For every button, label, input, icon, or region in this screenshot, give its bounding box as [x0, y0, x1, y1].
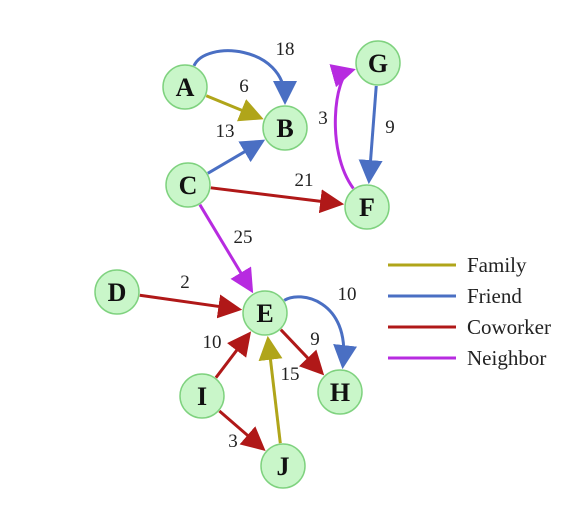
node-h-label: H [330, 378, 350, 407]
node-i: I [179, 373, 225, 419]
edge-weight-a-b-friend: 18 [276, 39, 295, 60]
edge-labels-layer: 18 6 13 21 25 3 9 2 10 9 10 15 3 [180, 39, 395, 452]
node-j-label: J [277, 452, 290, 481]
node-h: H [317, 369, 363, 415]
edge-weight-i-j-coworker: 3 [228, 431, 238, 452]
node-d-label: D [108, 278, 127, 307]
node-f-label: F [359, 193, 375, 222]
node-c-circle [165, 162, 211, 208]
edge-weight-c-e-neighbor: 25 [234, 227, 253, 248]
legend-label-neighbor: Neighbor [467, 346, 546, 370]
node-j: J [260, 443, 306, 489]
node-d-circle [94, 269, 140, 315]
node-f-circle [344, 184, 390, 230]
node-a: A [162, 64, 208, 110]
node-h-circle [317, 369, 363, 415]
node-d: D [94, 269, 140, 315]
edge-c-e-neighbor [198, 203, 254, 294]
node-j-circle [260, 443, 306, 489]
edge-i-e-coworker [214, 331, 252, 379]
nodes-layer: A B C D E F G H I J [94, 40, 401, 489]
edge-weight-c-b-friend: 13 [216, 121, 235, 142]
edge-a-b-family [205, 94, 264, 122]
edge-c-b-friend [207, 139, 266, 175]
edge-weight-j-e-family: 15 [281, 364, 300, 385]
legend-label-family: Family [467, 253, 527, 277]
edge-g-f-friend [358, 85, 383, 185]
edge-d-e-coworker [139, 293, 243, 319]
edge-f-g-neighbor [329, 64, 356, 190]
edge-weight-e-h-friend: 10 [338, 284, 357, 305]
edge-weight-a-b-family: 6 [239, 76, 249, 97]
node-b-circle [262, 105, 308, 151]
node-i-label: I [197, 382, 207, 411]
node-a-circle [162, 64, 208, 110]
edge-weight-g-f-friend: 9 [385, 117, 395, 138]
edge-j-e-family [258, 335, 283, 444]
legend-label-coworker: Coworker [467, 315, 551, 339]
node-i-circle [179, 373, 225, 419]
edge-a-b-friend [192, 49, 297, 105]
edge-i-j-coworker [218, 409, 266, 451]
node-b: B [262, 105, 308, 151]
node-g-circle [355, 40, 401, 86]
node-g-label: G [368, 49, 388, 78]
node-c-label: C [179, 171, 198, 200]
legend-label-friend: Friend [467, 284, 522, 308]
node-g: G [355, 40, 401, 86]
node-a-label: A [176, 73, 195, 102]
edge-weight-f-g-neighbor: 3 [318, 108, 328, 129]
edge-e-h-coworker [279, 328, 325, 376]
node-e-label: E [256, 299, 273, 328]
edge-weight-d-e-coworker: 2 [180, 272, 190, 293]
edge-weight-e-h-coworker: 9 [310, 329, 320, 350]
node-e-circle [242, 290, 288, 336]
edges-layer [139, 49, 383, 451]
node-e: E [242, 290, 288, 336]
node-c: C [165, 162, 211, 208]
node-b-label: B [276, 114, 293, 143]
edge-c-f-coworker [210, 186, 345, 214]
edge-weight-c-f-coworker: 21 [295, 170, 314, 191]
node-f: F [344, 184, 390, 230]
edge-e-h-friend [283, 295, 357, 370]
edge-weight-i-e-coworker: 10 [203, 332, 222, 353]
